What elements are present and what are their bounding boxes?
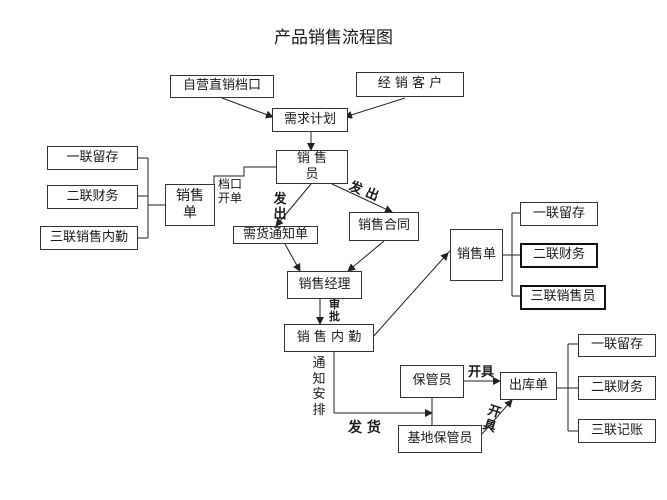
node-outbound: 出库单	[500, 372, 557, 400]
node-copy2-right: 二联财务	[578, 376, 656, 400]
arrow-internal-to-order	[371, 252, 449, 339]
arrow-base-to-outbound	[481, 399, 513, 435]
node-copy3-right: 三联记账	[578, 419, 656, 443]
node-salesperson: 销 售 员	[276, 150, 348, 184]
label-issue-left: 发出	[273, 192, 287, 222]
arrow-salesperson-to-contract	[331, 183, 393, 213]
node-base-keeper: 基地保管员	[398, 425, 482, 453]
node-manager: 销售经理	[287, 271, 362, 299]
node-demand-plan: 需求计划	[272, 108, 348, 132]
arrow-notice-to-manager	[284, 243, 301, 272]
node-keeper: 保管员	[400, 365, 464, 398]
label-notify: 通知安排	[312, 356, 326, 418]
node-copy3-mid: 三联销售员	[520, 285, 606, 310]
node-sales-slip: 销售 单	[165, 184, 215, 226]
node-notice: 需货通知单	[233, 226, 318, 244]
node-copy2-left: 二联财务	[47, 185, 138, 209]
label-stall-issue: 档口 开单	[218, 177, 243, 205]
arrow-contract-to-manager	[347, 240, 385, 272]
node-copy2-mid: 二联财务	[520, 243, 598, 268]
node-copy1-right: 一联留存	[578, 334, 656, 357]
arrow-client-to-plan	[344, 97, 406, 119]
page-title: 产品销售流程图	[274, 28, 393, 48]
label-ship: 发 货	[348, 420, 381, 436]
node-copy1-mid: 一联留存	[520, 202, 598, 226]
node-sales-order: 销售单	[450, 229, 503, 281]
arrow-stall-to-plan	[221, 97, 274, 119]
node-contract: 销售合同	[349, 212, 419, 241]
arrow-salesperson-to-notice	[275, 183, 312, 227]
node-self-stall: 自营直销档口	[170, 75, 274, 98]
node-copy3-left: 三联销售内勤	[40, 226, 138, 250]
node-internal: 销 售 内 勤	[284, 324, 374, 352]
node-dist-client: 经 销 客 户	[356, 72, 464, 97]
node-copy1-left: 一联留存	[47, 146, 138, 170]
line-salesperson-to-slip	[213, 166, 276, 191]
label-open-keeper: 开具	[468, 365, 495, 380]
label-approve: 审批	[329, 298, 340, 323]
